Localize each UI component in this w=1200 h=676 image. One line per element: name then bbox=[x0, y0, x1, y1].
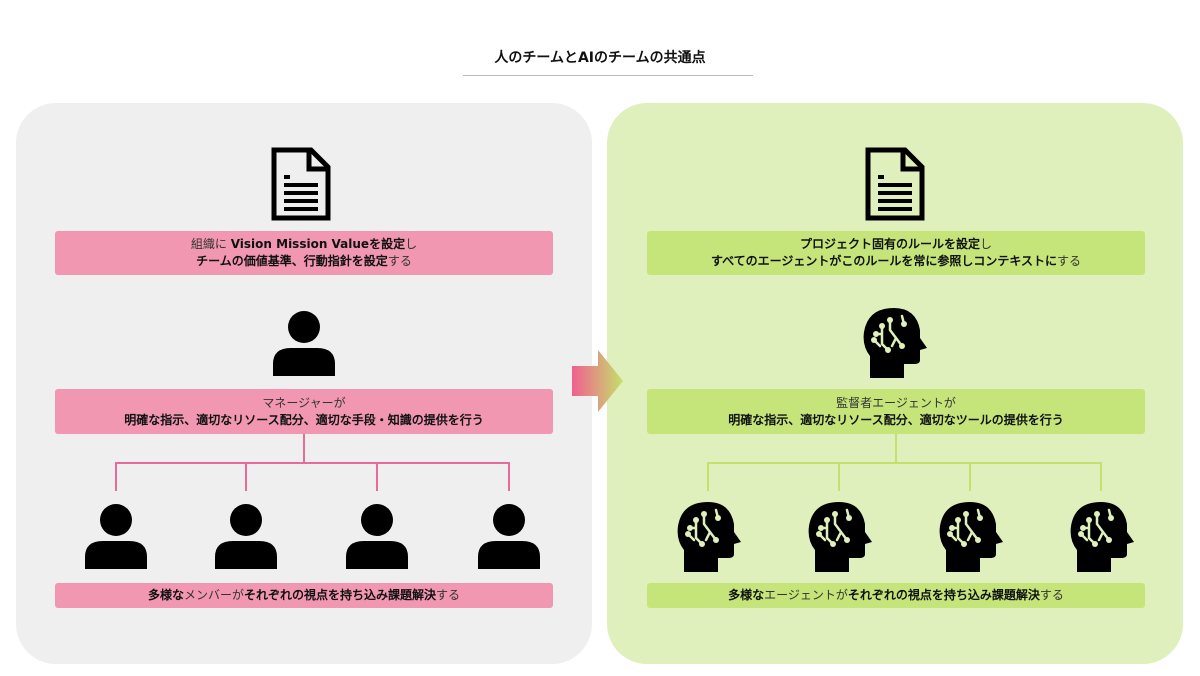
left-tree-connector bbox=[376, 462, 378, 491]
title-divider bbox=[463, 75, 753, 76]
text-line: 多様なエージェントがそれぞれの視点を持ち込み課題解決する bbox=[728, 587, 1064, 604]
left-tree-connector bbox=[303, 434, 305, 463]
text-segment: メンバーが bbox=[183, 588, 244, 602]
text-line: 明確な指示、適切なリソース配分、適切な手段・知識の提供を行う bbox=[124, 412, 483, 429]
page-title: 人のチームとAIのチームの共通点 bbox=[494, 50, 706, 66]
right-tree-connector bbox=[895, 434, 897, 463]
agent-ai-head-icon bbox=[938, 500, 1004, 576]
text-segment: する bbox=[387, 254, 412, 268]
member-person-icon bbox=[346, 503, 408, 573]
text-segment: する bbox=[436, 588, 461, 602]
left-box3: 多様なメンバーがそれぞれの視点を持ち込み課題解決する bbox=[55, 583, 553, 608]
text-segment: 明確な指示、適切なリソース配分、適切なツールの提供を行う bbox=[728, 412, 1064, 427]
text-segment: それぞれの視点を持ち込み課題解決 bbox=[244, 588, 437, 602]
text-segment: 多様な bbox=[147, 588, 184, 602]
text-segment: エージェントが bbox=[764, 588, 848, 602]
text-line: 組織に Vision Mission Valueを設定し bbox=[191, 236, 417, 253]
text-segment: チームの価値基準、行動指針を設定 bbox=[196, 254, 388, 268]
text-line: 明確な指示、適切なリソース配分、適切なツールの提供を行う bbox=[728, 412, 1063, 429]
document-icon bbox=[271, 147, 331, 225]
text-segment: 多様な bbox=[728, 588, 765, 602]
text-line: チームの価値基準、行動指針を設定する bbox=[196, 253, 412, 270]
text-segment: それぞれの視点を持ち込み課題解決 bbox=[847, 588, 1040, 602]
text-segment: 組織に bbox=[190, 237, 231, 251]
member-person-icon bbox=[85, 503, 147, 573]
right-tree-connector bbox=[707, 462, 709, 491]
text-line: プロジェクト固有のルールを設定し bbox=[800, 236, 992, 253]
text-segment: プロジェクト固有のルールを設定 bbox=[799, 237, 980, 251]
right-tree-connector bbox=[707, 462, 1102, 464]
document-icon bbox=[865, 147, 925, 225]
supervisor-ai-head-icon bbox=[862, 306, 928, 382]
text-segment: する bbox=[1057, 254, 1082, 268]
right-tree-connector bbox=[1100, 462, 1102, 491]
member-person-icon bbox=[215, 503, 277, 573]
human-team-panel bbox=[16, 103, 592, 664]
right-box2: 監督者エージェントが明確な指示、適切なリソース配分、適切なツールの提供を行う bbox=[647, 389, 1145, 434]
right-tree-connector bbox=[838, 462, 840, 491]
text-segment: し bbox=[980, 237, 993, 251]
right-tree-connector bbox=[969, 462, 971, 491]
left-box1: 組織に Vision Mission Valueを設定しチームの価値基準、行動指… bbox=[55, 231, 553, 275]
left-box2: マネージャーが明確な指示、適切なリソース配分、適切な手段・知識の提供を行う bbox=[55, 389, 553, 434]
text-segment: Vision Mission Valueを設定 bbox=[230, 237, 406, 251]
text-segment: マネージャーが bbox=[262, 395, 346, 410]
left-tree-connector bbox=[115, 462, 510, 464]
right-box1: プロジェクト固有のルールを設定しすべてのエージェントがこのルールを常に参照しコン… bbox=[647, 231, 1145, 275]
text-line: 多様なメンバーがそれぞれの視点を持ち込み課題解決する bbox=[148, 587, 460, 604]
member-person-icon bbox=[478, 503, 540, 573]
manager-person-icon bbox=[273, 310, 335, 380]
right-box3: 多様なエージェントがそれぞれの視点を持ち込み課題解決する bbox=[647, 583, 1145, 608]
agent-ai-head-icon bbox=[807, 500, 873, 576]
text-line: 監督者エージェントが bbox=[836, 395, 956, 412]
left-tree-connector bbox=[245, 462, 247, 491]
text-segment: 明確な指示、適切なリソース配分、適切な手段・知識の提供を行う bbox=[124, 412, 484, 427]
text-segment: する bbox=[1039, 588, 1064, 602]
arrow-right-icon bbox=[572, 350, 623, 412]
left-tree-connector bbox=[508, 462, 510, 491]
agent-ai-head-icon bbox=[1069, 500, 1135, 576]
left-tree-connector bbox=[115, 462, 117, 491]
text-segment: 監督者エージェントが bbox=[836, 395, 956, 410]
text-line: すべてのエージェントがこのルールを常に参照しコンテキストにする bbox=[711, 253, 1081, 270]
text-segment: すべてのエージェントがこのルールを常に参照しコンテキストに bbox=[710, 254, 1058, 268]
text-segment: し bbox=[405, 237, 418, 251]
text-line: マネージャーが bbox=[262, 395, 345, 412]
agent-ai-head-icon bbox=[676, 500, 742, 576]
